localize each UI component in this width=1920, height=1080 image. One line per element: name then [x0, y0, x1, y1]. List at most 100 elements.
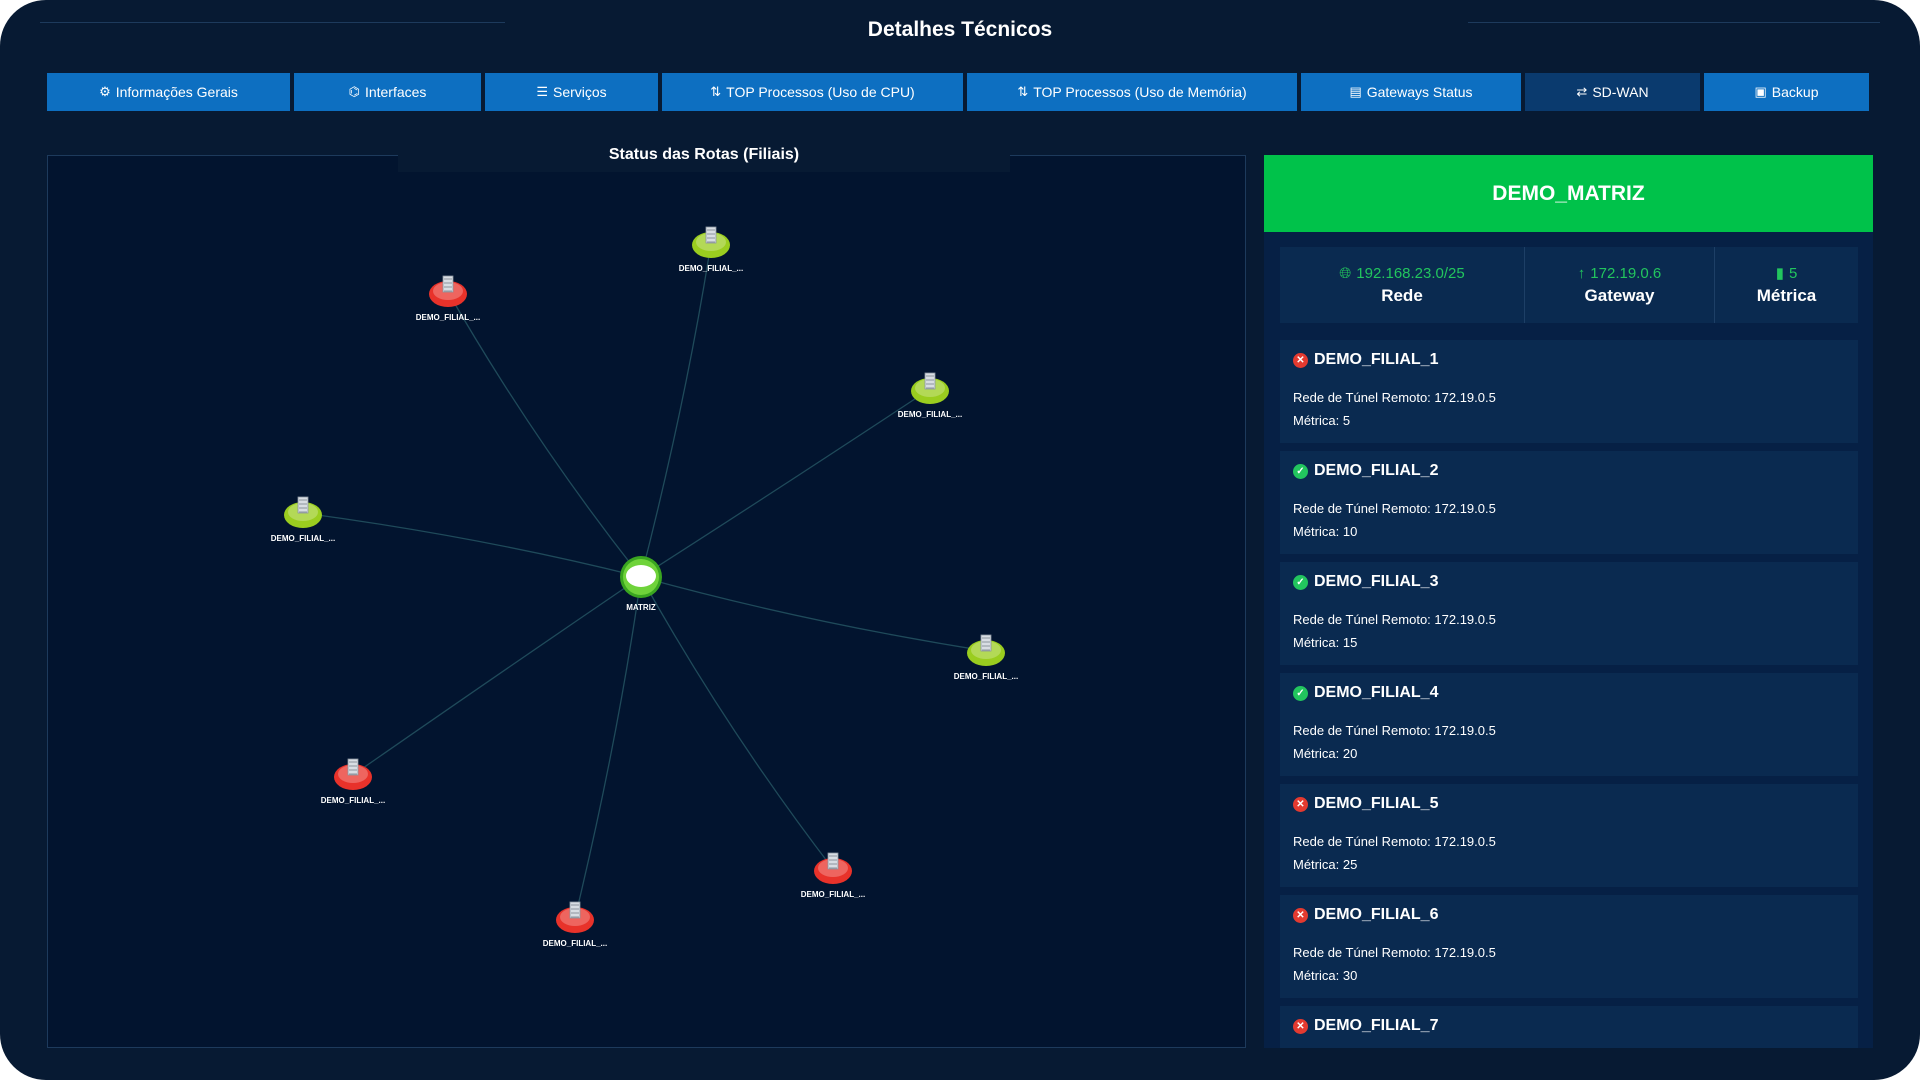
branch-node-label: DEMO_FILIAL_... [954, 672, 1018, 681]
arrow-up-icon: ↑ [1577, 264, 1586, 282]
building-icon [924, 372, 936, 390]
building-icon [705, 226, 717, 244]
detail-header: DEMO_MATRIZ [1264, 155, 1873, 232]
branch-node[interactable]: DEMO_FILIAL_... [271, 496, 335, 543]
route-name: DEMO_FILIAL_3 [1314, 573, 1439, 590]
tab-informacoes-gerais[interactable]: ⚙ Informações Gerais [47, 73, 290, 111]
check-icon: ✓ [1293, 685, 1308, 701]
branch-node-label: DEMO_FILIAL_... [679, 264, 743, 273]
sitemap-icon: ⌬ [348, 84, 360, 99]
metrica-label: Métrica [1756, 286, 1817, 305]
route-card[interactable]: ✕ DEMO_FILIAL_5 Rede de Túnel Remoto: 17… [1280, 784, 1858, 887]
tab-servicos[interactable]: ☰ Serviços [485, 73, 658, 111]
route-map-panel: Status das Rotas (Filiais) DEMO_FILIAL_.… [47, 146, 1246, 1048]
matriz-node[interactable]: MATRIZ [620, 556, 662, 612]
route-metric: Métrica: 15 [1293, 635, 1358, 650]
rede-value: 192.168.23.0/25 [1356, 264, 1465, 282]
sort-amount-icon: ⇅ [710, 84, 722, 99]
branch-node-label: DEMO_FILIAL_... [801, 890, 865, 899]
route-link [640, 576, 987, 652]
route-name: DEMO_FILIAL_7 [1314, 1017, 1439, 1034]
route-link [447, 291, 642, 578]
tab-gateways-status[interactable]: ▤ Gateways Status [1301, 73, 1521, 111]
building-icon [347, 758, 359, 776]
branch-node-label: DEMO_FILIAL_... [416, 313, 480, 322]
branch-node-label: DEMO_FILIAL_... [898, 410, 962, 419]
branch-node[interactable]: DEMO_FILIAL_... [954, 634, 1018, 681]
route-name: DEMO_FILIAL_2 [1314, 462, 1439, 479]
tab-backup[interactable]: ▣ Backup [1704, 73, 1869, 111]
tab-label: Interfaces [364, 84, 427, 100]
error-icon: ✕ [1293, 1018, 1308, 1034]
route-link [640, 242, 712, 578]
map-title: Status das Rotas (Filiais) [608, 146, 800, 163]
gateway-value: 172.19.0.6 [1590, 264, 1662, 282]
route-card[interactable]: ✕ DEMO_FILIAL_7 [1280, 1006, 1858, 1048]
tab-label: TOP Processos (Uso de CPU) [726, 84, 915, 100]
route-metric: Métrica: 5 [1293, 413, 1351, 428]
route-card[interactable]: ✓ DEMO_FILIAL_4 Rede de Túnel Remoto: 17… [1280, 673, 1858, 776]
branch-node-label: DEMO_FILIAL_... [321, 796, 385, 805]
matriz-node-label: MATRIZ [626, 603, 656, 612]
route-tunnel: Rede de Túnel Remoto: 172.19.0.5 [1293, 834, 1496, 849]
route-link [640, 388, 931, 578]
route-name: DEMO_FILIAL_6 [1314, 906, 1439, 923]
route-card[interactable]: ✓ DEMO_FILIAL_3 Rede de Túnel Remoto: 17… [1280, 562, 1858, 665]
route-list: ✕ DEMO_FILIAL_1 Rede de Túnel Remoto: 17… [1280, 340, 1858, 1048]
route-tunnel: Rede de Túnel Remoto: 172.19.0.5 [1293, 945, 1496, 960]
tab-top-processos-cpu[interactable]: ⇅ TOP Processos (Uso de CPU) [662, 73, 963, 111]
metrica-value: 5 [1788, 264, 1798, 282]
branch-node[interactable]: DEMO_FILIAL_... [898, 372, 962, 419]
save-icon: ▣ [1754, 84, 1767, 99]
tab-interfaces[interactable]: ⌬ Interfaces [294, 73, 481, 111]
tab-label: Backup [1771, 84, 1819, 100]
error-icon: ✕ [1293, 352, 1308, 368]
error-icon: ✕ [1293, 796, 1308, 812]
route-card[interactable]: ✓ DEMO_FILIAL_2 Rede de Túnel Remoto: 17… [1280, 451, 1858, 554]
network-topology-graph[interactable]: DEMO_FILIAL_... DEMO_FILIAL_... DEMO_FILIA… [48, 156, 1245, 1047]
branch-node-label: DEMO_FILIAL_... [271, 534, 335, 543]
route-card[interactable]: ✕ DEMO_FILIAL_6 Rede de Túnel Remoto: 17… [1280, 895, 1858, 998]
summary-box: 🌐︎ 192.168.23.0/25 Rede ↑ 172.19.0.6 Gat… [1280, 247, 1858, 323]
map-title-background [398, 148, 1010, 172]
sort-amount-icon: ⇅ [1017, 84, 1029, 99]
branch-node[interactable]: DEMO_FILIAL_... [543, 901, 607, 948]
tab-label: SD-WAN [1592, 84, 1649, 100]
building-icon [297, 496, 309, 514]
title-divider-right [1468, 22, 1880, 23]
branch-node[interactable]: DEMO_FILIAL_... [321, 758, 385, 805]
route-card[interactable]: ✕ DEMO_FILIAL_1 Rede de Túnel Remoto: 17… [1280, 340, 1858, 443]
tab-label: Gateways Status [1366, 84, 1473, 100]
tab-sd-wan[interactable]: ⇄ SD-WAN [1525, 73, 1700, 111]
route-link [640, 576, 834, 870]
tab-top-processos-memoria[interactable]: ⇅ TOP Processos (Uso de Memória) [967, 73, 1297, 111]
exchange-icon: ⇄ [1576, 84, 1588, 99]
route-link [302, 512, 642, 578]
branch-node[interactable]: DEMO_FILIAL_... [801, 852, 865, 899]
route-metric: Métrica: 30 [1293, 968, 1358, 983]
detail-body[interactable]: 🌐︎ 192.168.23.0/25 Rede ↑ 172.19.0.6 Gat… [1264, 232, 1873, 1048]
route-name: DEMO_FILIAL_5 [1314, 795, 1439, 812]
check-icon: ✓ [1293, 574, 1308, 590]
gateway-label: Gateway [1584, 285, 1655, 305]
route-link [352, 576, 642, 776]
branch-node[interactable]: DEMO_FILIAL_... [679, 226, 743, 273]
branch-node-label: DEMO_FILIAL_... [543, 939, 607, 948]
route-metric: Métrica: 10 [1293, 524, 1358, 539]
route-name: DEMO_FILIAL_4 [1314, 684, 1439, 701]
route-detail-panel: DEMO_MATRIZ 🌐︎ 192.168.23.0/25 Rede ↑ 17… [1264, 155, 1873, 1048]
globe-icon: 🌐︎ [1339, 264, 1352, 282]
tab-label: Informações Gerais [115, 84, 238, 100]
branch-node[interactable]: DEMO_FILIAL_... [416, 275, 480, 322]
route-tunnel: Rede de Túnel Remoto: 172.19.0.5 [1293, 723, 1496, 738]
route-tunnel: Rede de Túnel Remoto: 172.19.0.5 [1293, 612, 1496, 627]
route-metric: Métrica: 25 [1293, 857, 1358, 872]
building-icon [980, 634, 992, 652]
route-name: DEMO_FILIAL_1 [1314, 351, 1439, 368]
building-icon [827, 852, 839, 870]
page-title: Detalhes Técnicos [867, 18, 1053, 41]
route-tunnel: Rede de Túnel Remoto: 172.19.0.5 [1293, 501, 1496, 516]
list-icon: ☰ [536, 84, 548, 99]
building-icon [569, 901, 581, 919]
